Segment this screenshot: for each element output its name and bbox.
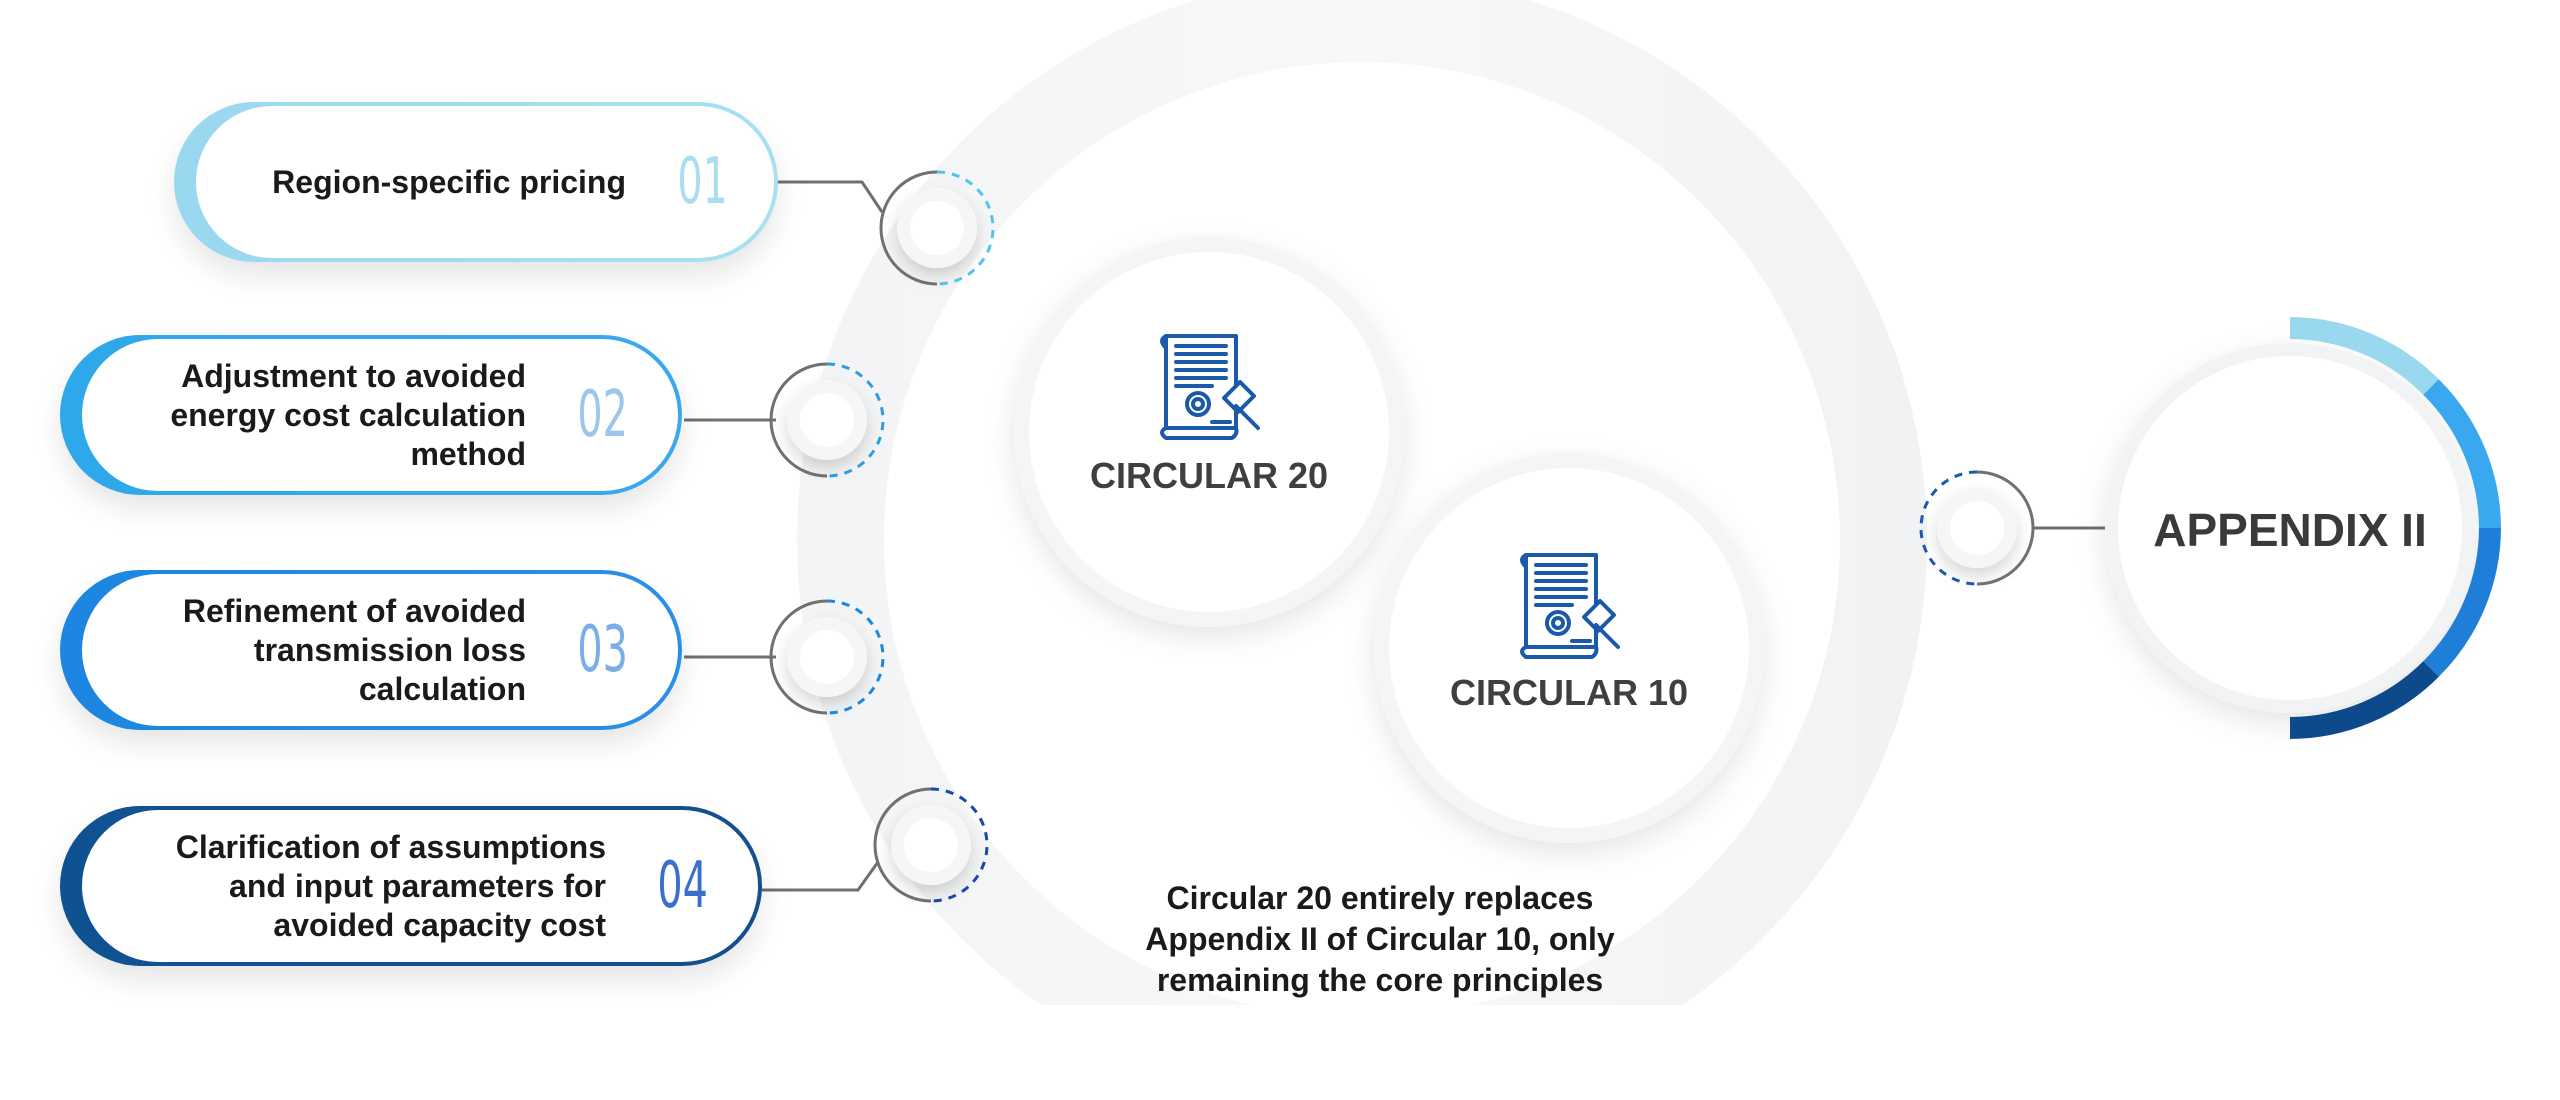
node-02 — [769, 362, 885, 478]
item-pill-02: Adjustment to avoided energy cost calcul… — [60, 335, 682, 495]
item-pill-01: Region-specific pricing 01 — [174, 102, 778, 262]
appendix-label: APPENDIX II — [2153, 504, 2427, 556]
item-number: 02 — [577, 378, 628, 452]
item-number: 04 — [657, 849, 708, 923]
item-pill-04: Clarification of assumptions and input p… — [60, 806, 762, 966]
document-icon — [1520, 553, 1620, 659]
document-icon — [1160, 334, 1260, 440]
circular-20-circle — [1014, 237, 1404, 627]
node-appendix — [1919, 470, 2035, 586]
item-label: Region-specific pricing — [272, 163, 626, 200]
item-label: Refinement of avoided transmission loss … — [182, 592, 526, 707]
circular-10-label: CIRCULAR 10 — [1449, 672, 1689, 713]
item-pill-03: Refinement of avoided transmission loss … — [60, 570, 682, 730]
connector-lines — [684, 180, 2112, 892]
appendix-circle — [2105, 317, 2501, 739]
item-label: Clarification of assumptions and input p… — [175, 828, 606, 943]
node-03 — [769, 599, 885, 715]
item-label: Adjustment to avoided energy cost calcul… — [170, 357, 526, 472]
caption-text: Circular 20 entirely replaces Appendix I… — [1145, 880, 1615, 998]
circular-20-label: CIRCULAR 20 — [1089, 455, 1329, 496]
node-01 — [879, 170, 995, 286]
node-04 — [873, 787, 989, 903]
item-number: 03 — [577, 613, 628, 687]
item-number: 01 — [677, 145, 728, 219]
